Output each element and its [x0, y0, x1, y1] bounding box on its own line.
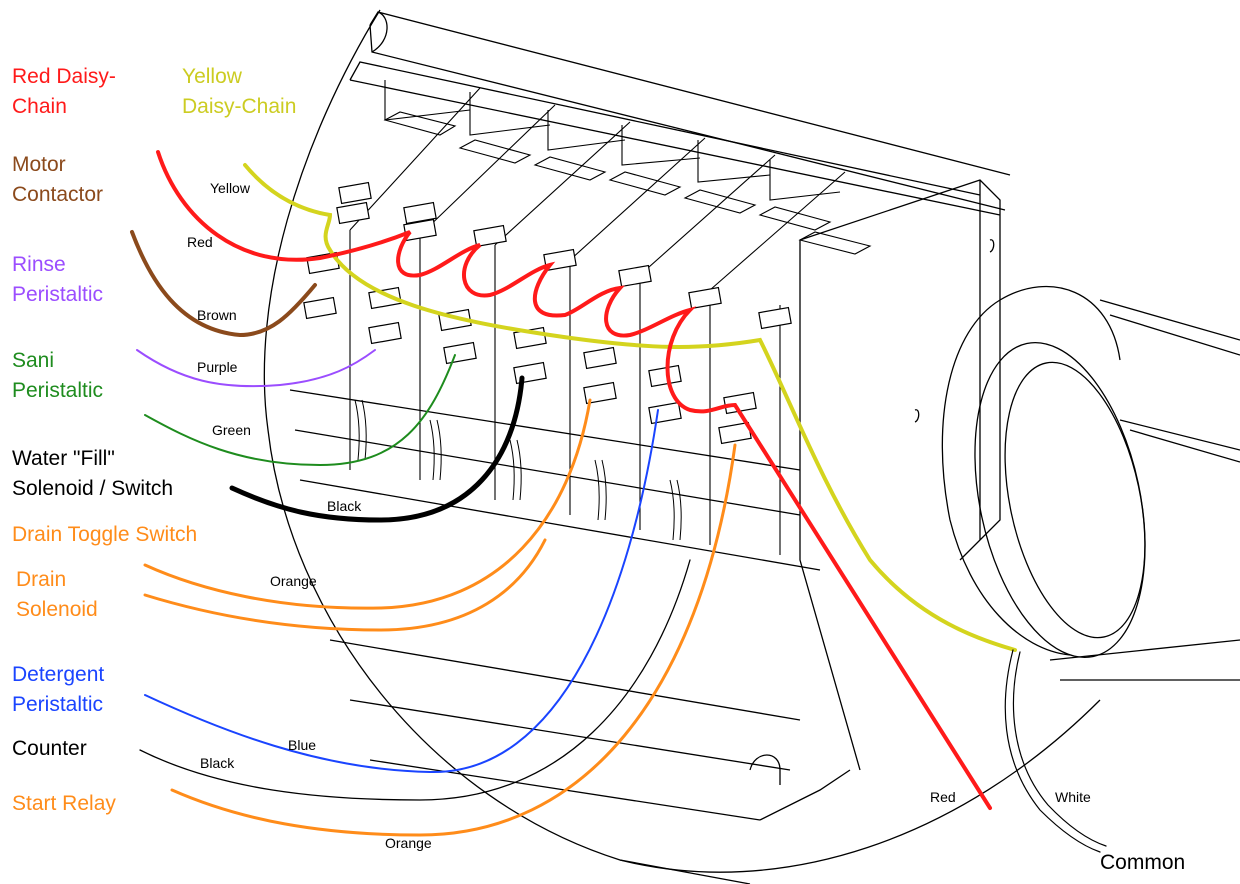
wire-label-brown: Brown — [197, 307, 237, 323]
wire-label-purple: Purple — [197, 359, 238, 375]
label-drain-toggle-switch: Drain Toggle Switch — [12, 523, 198, 546]
label-common: Common — [1100, 851, 1186, 874]
purple-wire — [136, 349, 376, 388]
black-wire-2 — [139, 559, 691, 801]
label-water-fill-solenoid: Water "Fill"Solenoid / Switch — [12, 447, 174, 500]
yellow-wire — [243, 163, 1017, 652]
wire-label-green: Green — [212, 422, 251, 438]
blue-wire — [144, 409, 659, 774]
orange-wire-3 — [170, 443, 737, 837]
timer-assembly-drawing — [263, 9, 1240, 884]
green-wire — [144, 354, 456, 467]
wire-labels: Yellow Red Brown Purple Green Black Oran… — [187, 180, 1091, 851]
white-wire-inner — [1012, 651, 1107, 847]
wire-label-white: White — [1055, 789, 1091, 805]
black-wire — [229, 375, 525, 523]
wire-label-yellow: Yellow — [210, 180, 251, 196]
brown-wire — [130, 230, 317, 338]
wire-label-blue: Blue — [288, 737, 316, 753]
orange-wire-2 — [143, 538, 547, 632]
wire-label-black: Black — [327, 498, 362, 514]
wire-label-red: Red — [187, 234, 213, 250]
wire-label-red-2: Red — [930, 789, 956, 805]
wire-label-black-2: Black — [200, 755, 235, 771]
orange-wire — [143, 398, 592, 610]
label-counter: Counter — [12, 737, 87, 760]
label-red-daisy-chain: Red Daisy-Chain — [12, 65, 116, 118]
white-wire — [1004, 649, 1101, 853]
red-wire — [156, 150, 992, 810]
label-start-relay: Start Relay — [12, 792, 116, 815]
wire-label-orange-2: Orange — [385, 835, 432, 851]
wires — [130, 150, 1107, 853]
wire-label-orange: Orange — [270, 573, 317, 589]
